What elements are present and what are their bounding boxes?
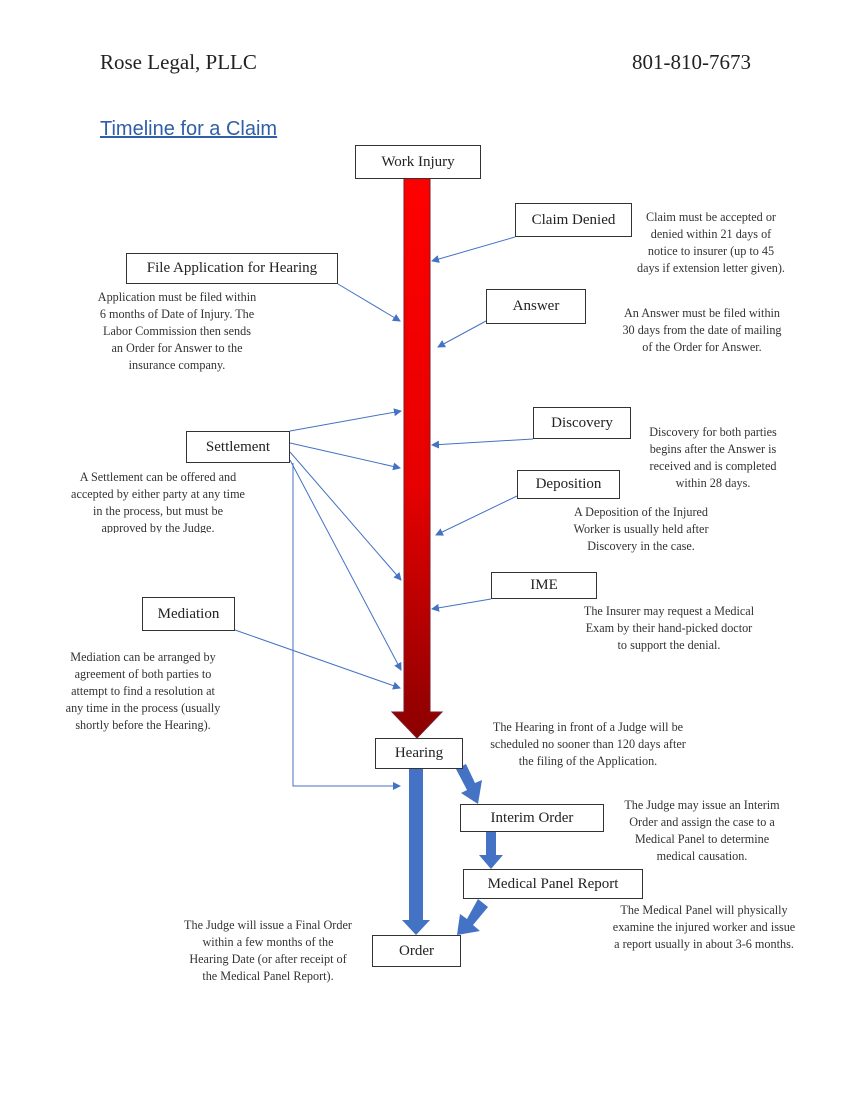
connector-ime [431, 598, 492, 612]
connector-settlement-2 [289, 442, 401, 471]
step-answer: Answer [486, 289, 586, 324]
connector-settlement-hearing [292, 463, 401, 790]
arrow-hearing-to-order [402, 769, 430, 935]
step-medical-panel-report: Medical Panel Report [463, 869, 643, 899]
page-title: Timeline for a Claim [100, 118, 278, 140]
arrow-hearing-to-interim [456, 764, 482, 804]
connector-mediation [234, 629, 401, 690]
arrow-interim-to-panel [479, 832, 503, 869]
step-hearing: Hearing [375, 738, 463, 769]
step-work-injury: Work Injury [355, 145, 481, 179]
step-claim-denied: Claim Denied [515, 203, 632, 237]
step-discovery: Discovery [533, 407, 631, 439]
step-interim-order: Interim Order [460, 804, 604, 832]
connector-deposition [435, 495, 518, 536]
connector-settlement-3 [289, 451, 402, 581]
main-timeline-arrow [390, 177, 444, 739]
connector-settlement-1 [289, 408, 402, 432]
connector-discovery [431, 438, 534, 449]
connector-file-application [337, 283, 401, 322]
firm-phone: 801-810-7673 [632, 50, 751, 74]
step-settlement: Settlement [186, 431, 290, 463]
firm-name: Rose Legal, PLLC [100, 50, 257, 74]
arrow-panel-to-order [457, 899, 488, 935]
step-file-application: File Application for Hearing [126, 253, 338, 284]
step-deposition: Deposition [517, 470, 620, 499]
step-mediation: Mediation [142, 597, 235, 631]
connector-claim-denied [431, 236, 516, 263]
connector-settlement-4 [289, 459, 402, 671]
step-order: Order [372, 935, 461, 967]
step-ime: IME [491, 572, 597, 599]
connector-answer [437, 320, 487, 348]
